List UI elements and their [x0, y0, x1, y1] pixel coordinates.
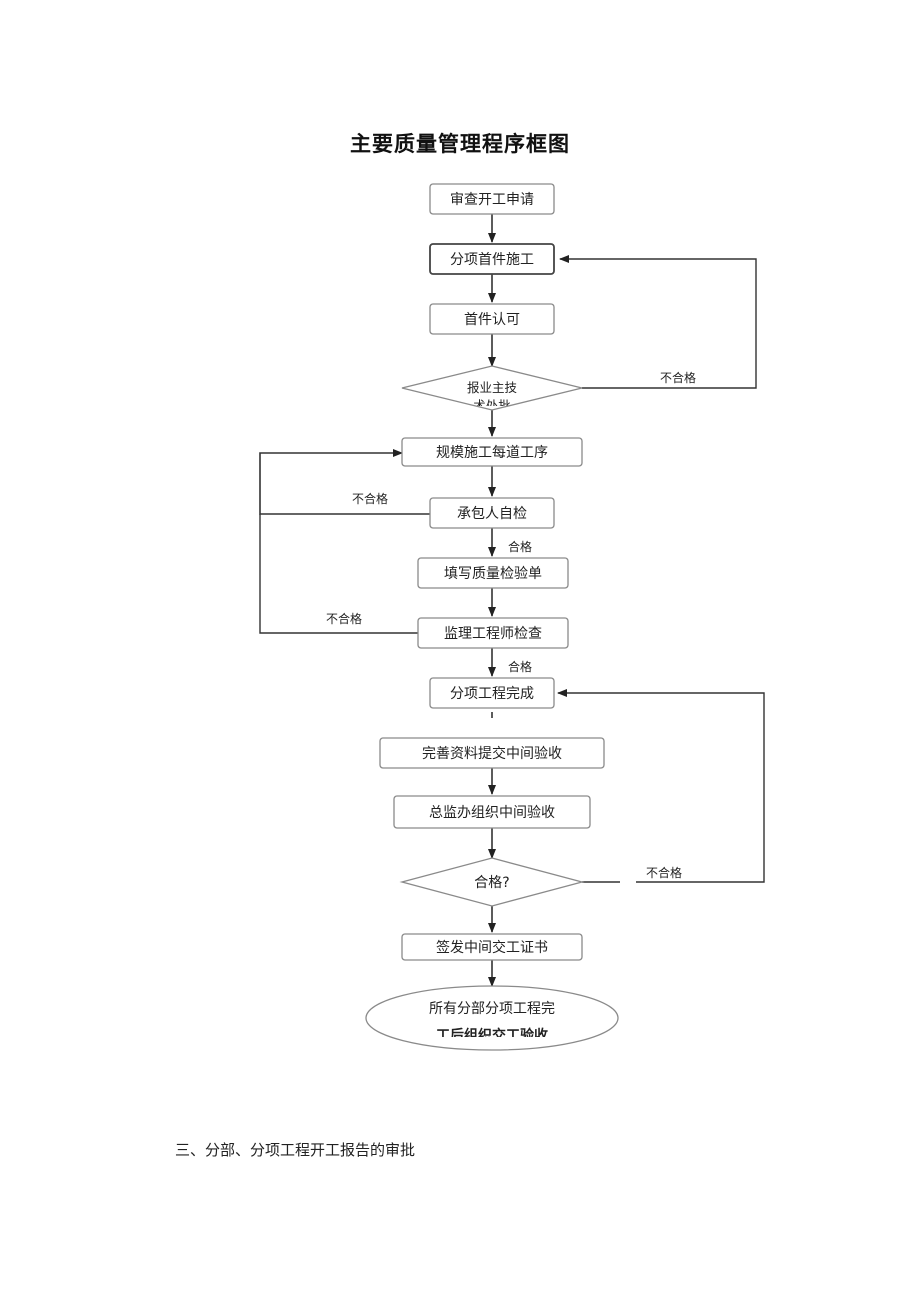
node-label-report-line2-clip: 术处批	[473, 398, 511, 413]
node-supervisor-inspection	[417, 617, 569, 649]
node-label-first-piece-approval: 首件认可	[464, 312, 520, 328]
node-label-each-process-construction: 规模施工每道工序	[436, 445, 548, 461]
node-label-qualified: 合格?	[474, 875, 509, 891]
loop-qualified-unqualified	[557, 689, 765, 883]
node-label-sub-item-completion: 分项工程完成	[450, 686, 534, 702]
node-chief-supervisor-mid-acceptance	[393, 795, 591, 829]
section-heading: 三、分部、分项工程开工报告的审批	[175, 1141, 416, 1159]
edge-label-qualified-2: 合格	[508, 659, 532, 674]
node-sub-item-completion	[429, 677, 555, 709]
node-final-acceptance-ellipse	[365, 985, 619, 1051]
loop-report-unqualified	[559, 255, 757, 389]
node-first-piece-approval	[429, 303, 555, 335]
edge-label-unqualified-2: 不合格	[352, 491, 388, 506]
node-report-to-owner-diamond	[401, 365, 583, 411]
node-issue-mid-handover-certificate	[401, 933, 583, 961]
node-label-chief-supervisor-mid-acceptance: 总监办组织中间验收	[429, 805, 555, 821]
node-label-report-line1: 报业主技	[467, 380, 518, 395]
node-review-start-application	[429, 183, 555, 215]
node-each-process-construction	[401, 437, 583, 467]
node-contractor-self-check	[429, 497, 555, 529]
edge-label-unqualified-3: 不合格	[326, 611, 362, 626]
page-title: 主要质量管理程序框图	[350, 132, 570, 156]
node-label-fill-quality-inspection-form: 填写质量检验单	[444, 566, 542, 582]
loop-self-check-unqualified	[259, 449, 430, 515]
node-label-first-piece-construction: 分项首件施工	[450, 252, 534, 268]
node-label-issue-mid-handover-certificate: 签发中间交工证书	[436, 939, 548, 956]
node-submit-documents-mid-acceptance	[379, 737, 605, 769]
node-label-final-acceptance-line1: 所有分部分项工程完	[429, 1001, 555, 1017]
edge-label-unqualified-1: 不合格	[660, 370, 696, 385]
edge-label-unqualified-4: 不合格	[646, 865, 682, 880]
node-label-review-start-application: 审查开工申请	[450, 192, 534, 208]
node-label-supervisor-inspection: 监理工程师检查	[444, 626, 542, 642]
loop-supervisor-unqualified	[259, 514, 418, 634]
node-label-submit-documents-mid-acceptance: 完善资料提交中间验收	[422, 745, 562, 762]
node-qualified-diamond	[399, 857, 585, 907]
node-first-piece-construction	[429, 243, 555, 275]
edge-label-qualified-1: 合格	[508, 539, 532, 554]
node-fill-quality-inspection-form	[417, 557, 569, 589]
node-label-final-acceptance-line2: 工后组织交工验收	[436, 1027, 549, 1044]
node-label-report-line2: 术处批	[473, 398, 511, 413]
node-label-final-acceptance-line2-clip: 工后组织交工验收	[436, 1027, 549, 1044]
node-label-contractor-self-check: 承包人自检	[457, 506, 527, 522]
